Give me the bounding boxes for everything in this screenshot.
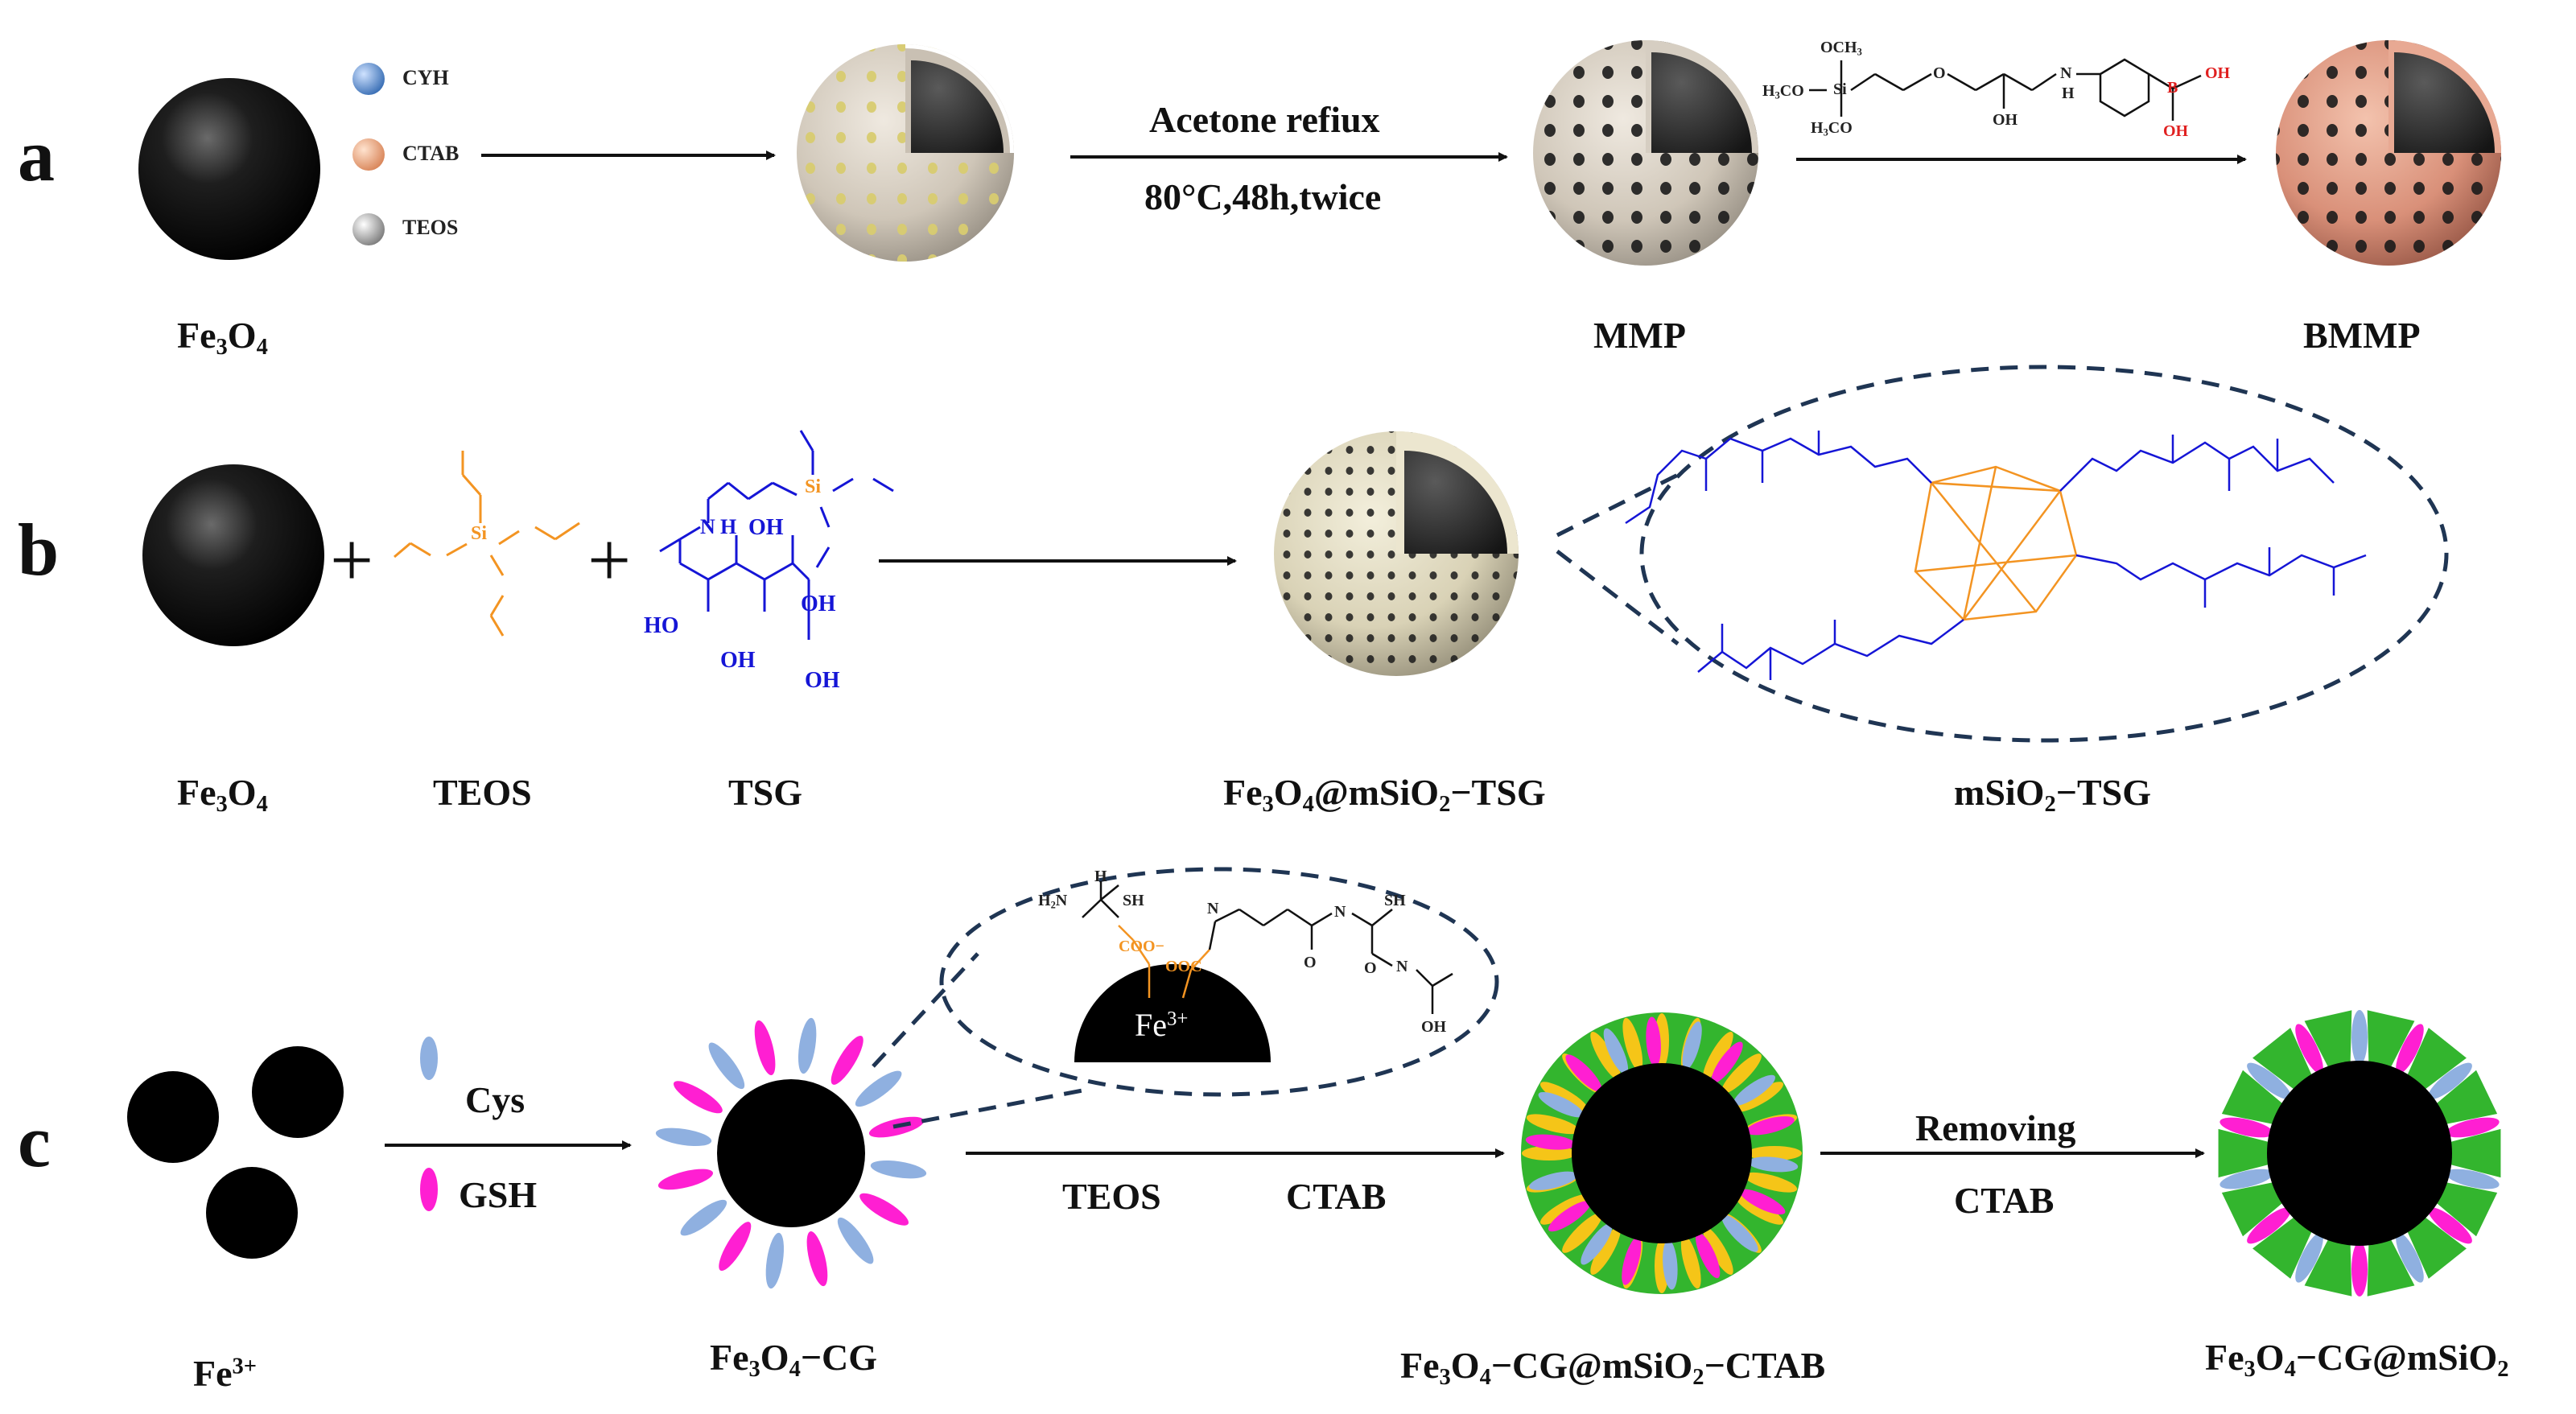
fe3o4-sphere-a bbox=[138, 78, 320, 260]
fe3o4-label-b: Fe3O4 bbox=[177, 772, 268, 817]
panel-label-b: b bbox=[18, 509, 60, 591]
zoom-n-3: N bbox=[1396, 958, 1408, 975]
ctab-label-c: CTAB bbox=[1286, 1176, 1387, 1217]
gsh-ligand-icon bbox=[420, 1168, 438, 1211]
teos-label: TEOS bbox=[433, 772, 532, 813]
removing-ctab-label: CTAB bbox=[1954, 1180, 2055, 1221]
fe3o4-cg-label: Fe3O4−CG bbox=[710, 1337, 878, 1382]
atom-h3co-1: H3CO bbox=[1762, 82, 1804, 101]
plus-sign-2: + bbox=[587, 517, 632, 603]
zoom-h: H bbox=[1094, 868, 1107, 885]
tsg-oh-3: OH bbox=[720, 648, 756, 673]
cys-label: Cys bbox=[465, 1079, 526, 1120]
atom-och3: OCH3 bbox=[1820, 39, 1862, 58]
zoom-oh: OH bbox=[1421, 1018, 1447, 1036]
ctab-bead-icon bbox=[352, 138, 385, 171]
silica-template-sphere bbox=[797, 44, 1014, 262]
cg-binding-structure bbox=[1082, 881, 1453, 1014]
bmmp-label: BMMP bbox=[2303, 315, 2421, 356]
fe3-label: Fe3+ bbox=[193, 1353, 258, 1394]
step-conditions-label: 80°C,48h,twice bbox=[1144, 176, 1382, 217]
zoom-o-2: O bbox=[1364, 959, 1377, 977]
legend-teos: TEOS bbox=[402, 216, 459, 239]
atom-n-a: N bbox=[2060, 64, 2072, 82]
fe3o4-msio2-tsg-sphere bbox=[1274, 431, 1519, 676]
teos-label-c: TEOS bbox=[1062, 1176, 1161, 1217]
fe3o4-cg-particle bbox=[655, 1017, 927, 1289]
gsh-label: GSH bbox=[459, 1174, 538, 1215]
legend-cyh: CYH bbox=[402, 66, 449, 89]
fe3-particle-2 bbox=[252, 1046, 344, 1138]
mmp-sphere bbox=[1533, 40, 1758, 266]
teos-structure bbox=[394, 451, 580, 637]
tsg-h-atom: H bbox=[720, 515, 737, 538]
tsg-oh-2: OH bbox=[801, 592, 836, 616]
tsg-n-atom: N bbox=[700, 515, 715, 538]
zoom-coo: COO− bbox=[1119, 938, 1164, 955]
zoom-sh-1: SH bbox=[1123, 892, 1144, 909]
fe3-hemisphere bbox=[1074, 964, 1271, 1062]
plus-sign-1: + bbox=[330, 517, 374, 603]
mmp-label: MMP bbox=[1593, 315, 1686, 356]
atom-oh-b2: OH bbox=[2163, 122, 2189, 140]
fe3o4-cg-msio2-ctab-particle bbox=[1521, 1012, 1803, 1294]
tsg-structure bbox=[659, 430, 894, 640]
fe3-particle-1 bbox=[127, 1071, 219, 1163]
tsg-label: TSG bbox=[728, 772, 803, 813]
step-acetone-label: Acetone refiux bbox=[1149, 99, 1380, 140]
zoom-h2n: H2N bbox=[1038, 892, 1068, 911]
zoom-sh-2: SH bbox=[1384, 892, 1406, 909]
legend-ctab: CTAB bbox=[402, 142, 460, 165]
tsg-oh-4: OH bbox=[805, 668, 840, 693]
tsg-si-atom: Si bbox=[805, 476, 822, 497]
cg-zoom-callout bbox=[872, 867, 1499, 1129]
panel-label-c: c bbox=[18, 1100, 51, 1182]
zoom-fe3-label: Fe3+ bbox=[1135, 1007, 1189, 1043]
fe3o4-cg-msio2-ctab-label: Fe3O4−CG@mSiO2−CTAB bbox=[1400, 1345, 1826, 1390]
atom-b-a: B bbox=[2167, 79, 2178, 97]
fe3o4-cg-msio2-label: Fe3O4−CG@mSiO2 bbox=[2205, 1337, 2509, 1382]
fe3o4-label-a: Fe3O4 bbox=[177, 315, 268, 360]
bmmp-sphere bbox=[2276, 40, 2501, 266]
teos-si-atom: Si bbox=[471, 523, 488, 544]
cys-ligand-icon bbox=[420, 1037, 438, 1080]
tsg-oh-1: OH bbox=[748, 515, 784, 540]
boronic-silane-structure bbox=[1809, 58, 2202, 121]
fe3o4-sphere-b bbox=[142, 464, 324, 646]
atom-o-a: O bbox=[1933, 64, 1946, 82]
fe3o4-msio2-tsg-label: Fe3O4@mSiO2−TSG bbox=[1223, 772, 1546, 817]
panel-label-a: a bbox=[18, 114, 55, 196]
tsg-network-structure bbox=[1625, 431, 2367, 680]
zoom-n-1: N bbox=[1207, 900, 1219, 917]
msio2-tsg-label: mSiO2−TSG bbox=[1954, 772, 2151, 817]
fe3-particle-3 bbox=[206, 1167, 298, 1259]
tsg-ho-1: HO bbox=[644, 613, 679, 638]
atom-oh-b1: OH bbox=[2205, 64, 2231, 82]
teos-bead-icon bbox=[352, 213, 385, 245]
zoom-n-2: N bbox=[1334, 903, 1346, 921]
atom-si-a: Si bbox=[1833, 80, 1847, 98]
atom-h-a: H bbox=[2062, 85, 2075, 102]
tsg-zoom-callout bbox=[1556, 365, 2449, 743]
fe3o4-cg-msio2-particle bbox=[2218, 1010, 2501, 1297]
zoom-o-1: O bbox=[1304, 954, 1317, 971]
cyh-bead-icon bbox=[352, 63, 385, 95]
zoom-ooc: OOC bbox=[1165, 958, 1202, 975]
removing-label: Removing bbox=[1915, 1107, 2076, 1148]
atom-oh-a: OH bbox=[1993, 111, 2018, 129]
atom-h3co-2: H3CO bbox=[1811, 119, 1853, 138]
